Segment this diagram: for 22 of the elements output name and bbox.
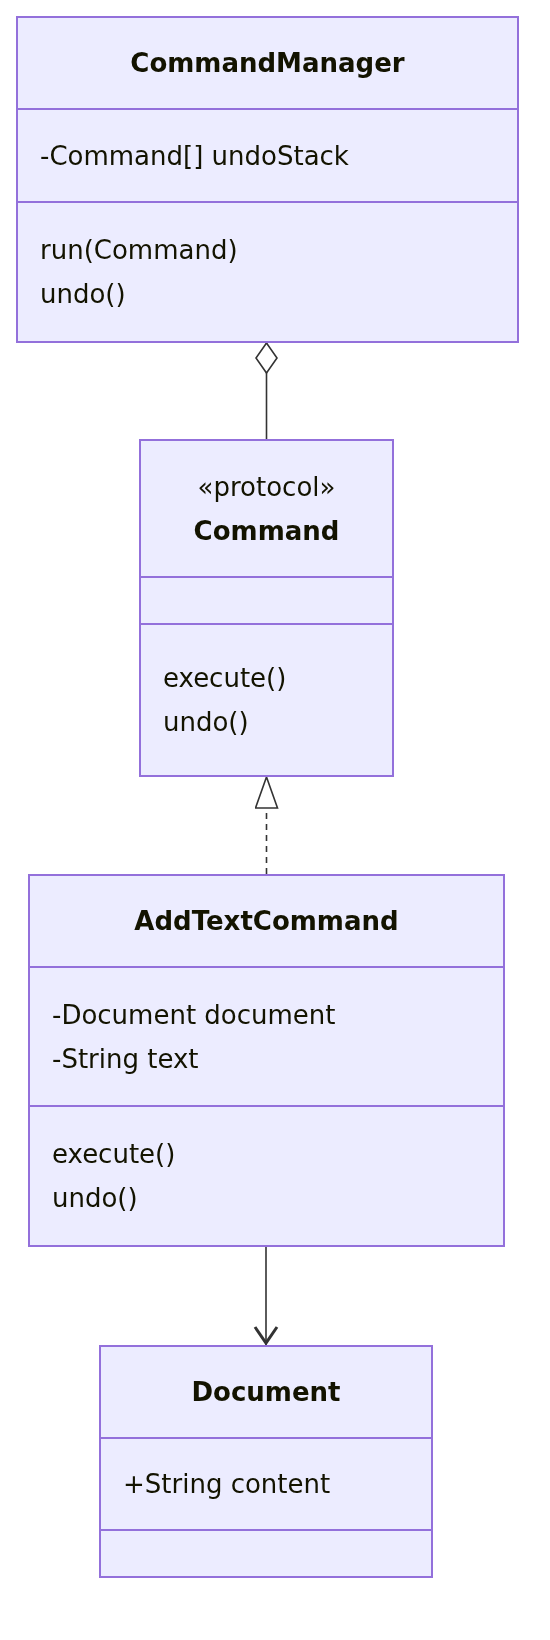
method-text: undo(): [40, 278, 126, 311]
class-box: [28, 874, 505, 1247]
association-arrow: [253, 1246, 279, 1346]
class-name: AddTextCommand: [134, 905, 399, 938]
aggregation-line: [255, 342, 278, 440]
stereotype-label: «protocol»: [197, 470, 336, 504]
class-name: Document: [191, 1376, 341, 1409]
method-text: run(Command): [40, 234, 238, 267]
attribute-text: +String content: [123, 1468, 331, 1501]
class-box: [99, 1345, 433, 1578]
class-name: CommandManager: [130, 47, 405, 80]
method-text: undo(): [52, 1182, 138, 1215]
method-text: execute(): [163, 662, 287, 695]
attribute-text: -Document document: [52, 998, 336, 1032]
class-box: [16, 16, 519, 343]
class-box: [139, 439, 394, 777]
method-text: undo(): [163, 706, 249, 739]
attribute-text: -Command[] undoStack: [40, 139, 349, 173]
class-name: Command: [193, 514, 340, 548]
realization-arrow: [254, 776, 279, 875]
method-text: execute(): [52, 1138, 176, 1171]
attribute-text: -String text: [52, 1042, 199, 1076]
